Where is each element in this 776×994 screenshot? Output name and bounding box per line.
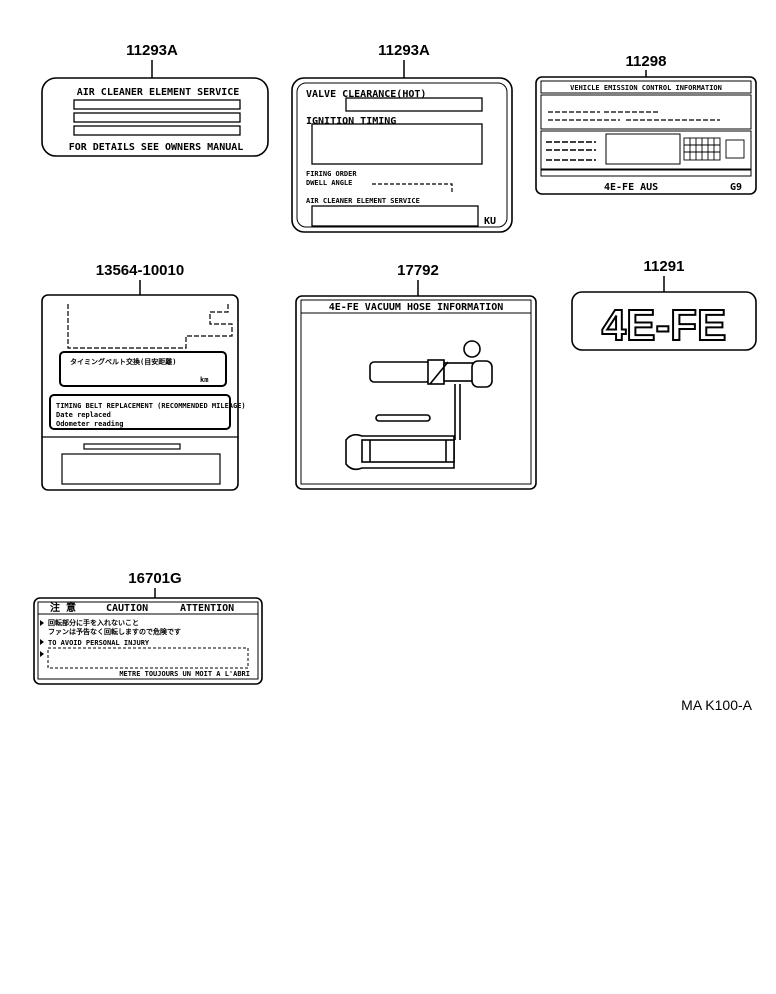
- part-number: 17792: [397, 262, 439, 279]
- label-vacuum-hose: 17792 4E-FE VACUUM HOSE INFORMATION: [295, 262, 537, 490]
- label-line: AIR CLEANER ELEMENT SERVICE: [306, 197, 420, 205]
- label-line: G9: [730, 182, 742, 193]
- label-line: VALVE CLEARANCE(HOT): [306, 89, 426, 100]
- label-line: VEHICLE EMISSION CONTROL INFORMATION: [570, 84, 722, 92]
- label-line: FOR DETAILS SEE OWNERS MANUAL: [69, 142, 244, 153]
- part-number: 11293A: [378, 42, 430, 59]
- part-number: 11293A: [126, 42, 178, 59]
- label-line: TIMING BELT REPLACEMENT (RECOMMENDED MIL…: [56, 402, 246, 410]
- label-line: 注 意: [50, 601, 76, 614]
- label-title: 4E-FE VACUUM HOSE INFORMATION: [329, 302, 504, 313]
- part-number: 11298: [626, 53, 667, 70]
- label-line: KU: [484, 216, 496, 227]
- label-line: Date replaced: [56, 411, 111, 419]
- label-timing-belt: 13564-10010 タイミングベルト交換(目安距離) km TIMING B…: [41, 262, 246, 491]
- label-line: タイミングベルト交換(目安距離): [70, 357, 176, 366]
- part-number: 16701G: [128, 570, 181, 587]
- label-valve-clearance: 11293A VALVE CLEARANCE(HOT) IGNITION TIM…: [291, 42, 513, 233]
- label-line: TO AVOID PERSONAL INJURY: [48, 639, 150, 647]
- label-line: IGNITION TIMING: [306, 116, 396, 127]
- part-number: 13564-10010: [96, 262, 184, 279]
- label-line: AIR CLEANER ELEMENT SERVICE: [77, 87, 240, 98]
- label-line: METRE TOUJOURS UN MOIT A L'ABRI: [119, 670, 250, 678]
- label-line: Odometer reading: [56, 420, 123, 428]
- emblem-text: 4E-FE: [602, 301, 727, 350]
- part-number: 11291: [644, 258, 685, 275]
- label-line: ATTENTION: [180, 603, 234, 614]
- label-emission-control: 11298 VEHICLE EMISSION CONTROL INFORMATI…: [535, 53, 757, 195]
- label-caution: 16701G 注 意 CAUTION ATTENTION 回転部分に手を入れない…: [33, 570, 263, 685]
- label-line: 回転部分に手を入れないこと: [48, 618, 139, 627]
- label-air-cleaner-service: 11293A AIR CLEANER ELEMENT SERVICE FOR D…: [41, 42, 269, 157]
- label-line: ファンは予告なく回転しますので危険です: [48, 627, 181, 636]
- vacuum-hose-drawing: [345, 340, 493, 471]
- diagram-reference: MA K100-A: [681, 697, 752, 713]
- grid-chart: [683, 137, 745, 161]
- label-line: 4E-FE AUS: [604, 182, 658, 193]
- label-line: FIRING ORDER: [306, 170, 357, 178]
- label-line: km: [200, 376, 208, 384]
- label-line: DWELL ANGLE: [306, 179, 352, 187]
- label-line: CAUTION: [106, 603, 148, 614]
- label-engine-emblem: 11291 4E-FE: [571, 258, 757, 351]
